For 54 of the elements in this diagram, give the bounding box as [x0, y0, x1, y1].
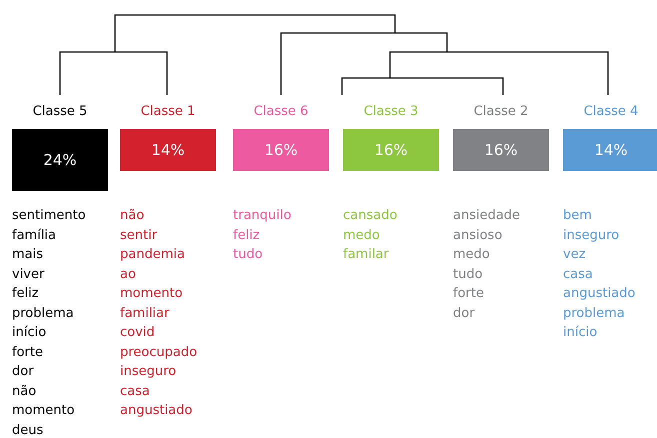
percentage-box: 16%: [453, 129, 549, 171]
word-list-item: familiar: [120, 304, 170, 322]
word-list-item: pandemia: [120, 246, 186, 264]
word-list-item: casa: [563, 266, 594, 284]
word-list-item: inseguro: [120, 363, 178, 381]
word-list-item: inseguro: [563, 226, 620, 244]
word-list-item: viver: [12, 266, 46, 284]
word-list-item: medo: [343, 226, 381, 244]
word-list-item: ansiedade: [453, 207, 520, 225]
class-heading: Classe 5: [32, 104, 88, 119]
word-list-item: feliz: [12, 285, 40, 303]
word-list-item: forte: [453, 285, 485, 303]
word-list-item: problema: [563, 304, 626, 322]
word-list-item: angustiado: [563, 285, 636, 303]
word-list-item: deus: [12, 422, 44, 438]
word-list-item: família: [12, 226, 58, 244]
word-list-item: não: [120, 207, 146, 225]
word-list-item: angustiado: [120, 402, 194, 420]
word-list-item: problema: [12, 304, 75, 322]
word-list-item: momento: [120, 285, 184, 303]
word-list-item: sentir: [120, 226, 158, 244]
percentage-box: 16%: [343, 129, 439, 171]
word-list-item: início: [563, 324, 598, 342]
word-list-item: familar: [343, 246, 390, 264]
word-list-item: sentimento: [12, 207, 86, 225]
word-list-item: tranquilo: [233, 207, 292, 225]
word-list-item: mais: [12, 246, 44, 264]
word-list-item: dor: [453, 304, 476, 322]
word-list-item: medo: [453, 246, 491, 264]
word-list-item: ao: [120, 266, 137, 284]
word-list-item: forte: [12, 344, 44, 362]
word-list-item: cansado: [343, 207, 398, 225]
word-list-item: momento: [12, 402, 76, 420]
word-list-item: não: [12, 382, 38, 400]
percentage-box: 14%: [120, 129, 216, 171]
class-heading: Classe 6: [252, 104, 310, 119]
word-list-item: casa: [120, 382, 151, 400]
word-list-item: início: [12, 324, 48, 342]
word-list-item: covid: [120, 324, 156, 342]
class-heading: Classe 4: [582, 104, 640, 119]
word-list-item: feliz: [233, 226, 261, 244]
word-list-item: dor: [12, 363, 35, 381]
word-list-item: tudo: [233, 246, 264, 264]
word-list-item: preocupado: [120, 344, 198, 362]
class-heading: Classe 2: [472, 104, 530, 119]
word-list-item: ansioso: [453, 226, 504, 244]
percentage-box: 24%: [12, 129, 108, 191]
word-list-item: vez: [563, 246, 587, 264]
class-heading: Classe 3: [362, 104, 420, 119]
word-list-item: tudo: [453, 266, 484, 284]
percentage-box: 14%: [563, 129, 657, 171]
word-list-item: bem: [563, 207, 593, 225]
percentage-box: 16%: [233, 129, 329, 171]
class-heading: Classe 1: [140, 104, 196, 119]
